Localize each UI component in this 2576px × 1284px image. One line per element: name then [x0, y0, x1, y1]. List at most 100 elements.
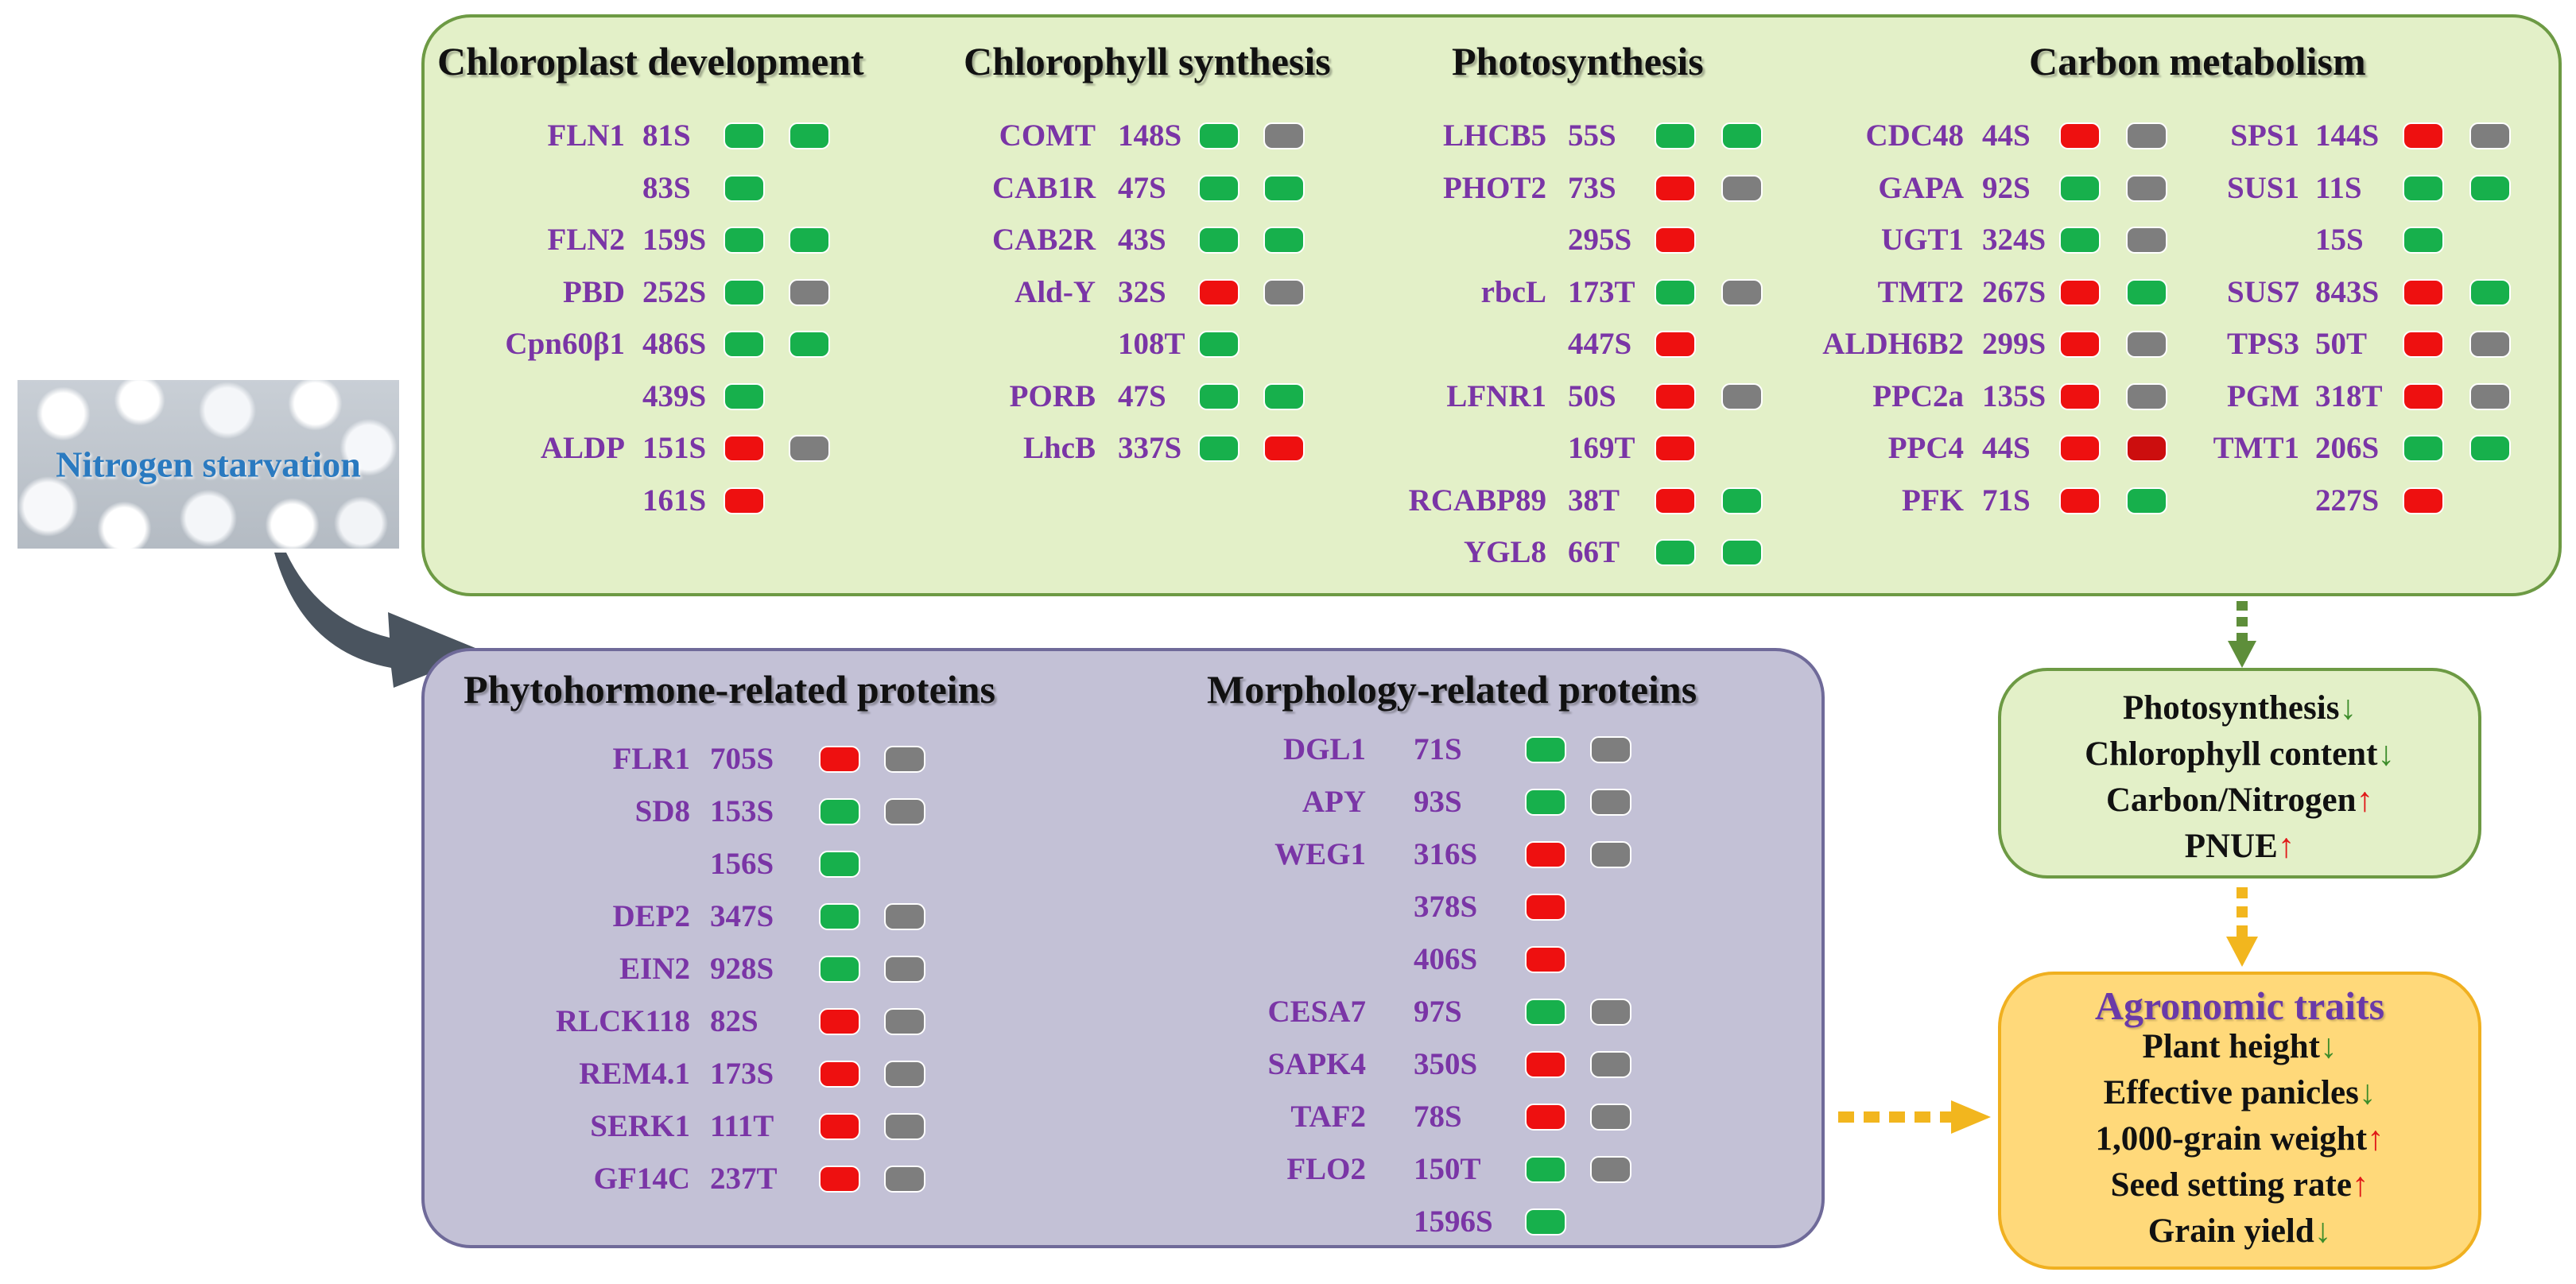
change-indicator-green	[2403, 227, 2444, 254]
change-indicator-green	[2403, 174, 2444, 202]
phospho-site: 161S	[642, 483, 707, 518]
change-indicator-green	[1655, 122, 1696, 149]
change-indicator-green	[2059, 174, 2101, 202]
gene-name: TAF2	[1290, 1100, 1366, 1134]
change-indicator-green	[1198, 382, 1240, 410]
change-indicator-red	[2403, 122, 2444, 149]
phospho-site: 15S	[2315, 223, 2364, 257]
change-indicator-green	[1198, 122, 1240, 149]
nitrogen-starvation-image: Nitrogen starvation	[17, 380, 399, 549]
change-indicator-green	[1721, 122, 1763, 149]
change-indicator-red	[2059, 487, 2101, 514]
gene-name: COMT	[999, 118, 1096, 153]
phospho-site: 406S	[1414, 942, 1478, 976]
gene-name: REM4.1	[579, 1057, 690, 1091]
phospho-site: 206S	[2315, 431, 2380, 465]
agro-line-seed-setting-rate: Seed setting rate↑	[2110, 1166, 2369, 1204]
gene-name: UGT1	[1880, 223, 1964, 257]
phospho-site: 350S	[1414, 1047, 1478, 1081]
phospho-site: 44S	[1982, 118, 2031, 153]
phospho-site: 82S	[710, 1004, 758, 1038]
gene-name: GF14C	[593, 1162, 690, 1196]
change-indicator-green	[1263, 382, 1305, 410]
gene-name: Cpn60β1	[505, 327, 625, 361]
phospho-site: 337S	[1118, 431, 1182, 465]
change-indicator-red	[724, 435, 765, 462]
phospho-site: 1596S	[1414, 1204, 1493, 1239]
change-indicator-gray	[2126, 382, 2167, 410]
phospho-site: 50T	[2315, 327, 2368, 361]
gene-name: TPS3	[2226, 327, 2299, 361]
change-indicator-green	[724, 122, 765, 149]
phospho-site: 173S	[710, 1057, 774, 1091]
change-indicator-gray	[1590, 736, 1631, 763]
change-indicator-red	[1198, 278, 1240, 306]
change-indicator-red	[2059, 382, 2101, 410]
agro-line-grain-yield: Grain yield↓	[2147, 1212, 2332, 1250]
dotted-arrow-down-icon	[2228, 601, 2256, 668]
change-indicator-gray	[2469, 382, 2511, 410]
phospho-site: 47S	[1118, 170, 1166, 205]
gene-name: SAPK4	[1267, 1047, 1366, 1081]
gene-name: FLN2	[547, 223, 626, 257]
change-indicator-gray	[1263, 122, 1305, 149]
change-indicator-green	[1198, 174, 1240, 202]
gene-name: CESA7	[1267, 995, 1366, 1029]
change-indicator-red	[819, 746, 860, 773]
change-indicator-green	[819, 956, 860, 983]
change-indicator-red	[819, 1008, 860, 1035]
phospho-site: 169T	[1568, 431, 1635, 465]
change-indicator-green	[724, 331, 765, 358]
change-indicator-red	[1525, 841, 1566, 868]
summary-line-chlorophyll: Chlorophyll content↓	[2085, 735, 2395, 773]
change-indicator-green	[2059, 227, 2101, 254]
heading-photosynthesis: Photosynthesis	[1452, 39, 1704, 83]
change-indicator-red	[819, 1061, 860, 1088]
change-indicator-gray	[884, 798, 925, 825]
change-indicator-red	[1525, 894, 1566, 921]
gene-name: FLR1	[612, 742, 691, 776]
heading-chloroplast-development: Chloroplast development	[437, 39, 864, 83]
gene-name: LHCB5	[1442, 118, 1546, 153]
gene-name: TMT1	[2213, 431, 2299, 465]
change-indicator-gray	[1721, 382, 1763, 410]
gene-name: SERK1	[590, 1109, 690, 1143]
change-indicator-red	[1655, 435, 1696, 462]
change-indicator-green	[789, 331, 830, 358]
phospho-site: 47S	[1118, 378, 1166, 413]
change-indicator-gray	[1590, 841, 1631, 868]
change-indicator-gray	[884, 1113, 925, 1140]
phospho-site: 150T	[1414, 1152, 1481, 1186]
change-indicator-green	[819, 851, 860, 878]
change-indicator-green	[724, 278, 765, 306]
change-indicator-green	[789, 122, 830, 149]
gene-name: PORB	[1009, 378, 1096, 413]
gene-name: rbcL	[1480, 274, 1546, 309]
change-indicator-red	[2059, 122, 2101, 149]
change-indicator-green	[819, 903, 860, 930]
phospho-site: 705S	[710, 742, 774, 776]
phospho-site: 11S	[2315, 170, 2362, 205]
phospho-site: 71S	[1414, 732, 1462, 766]
change-indicator-gray	[1721, 174, 1763, 202]
gene-name: CAB2R	[991, 223, 1096, 257]
change-indicator-green	[724, 382, 765, 410]
gene-name: PPC2a	[1872, 378, 1964, 413]
gene-name: PBD	[563, 274, 625, 309]
change-indicator-gray	[2126, 331, 2167, 358]
change-indicator-green	[1525, 1156, 1566, 1183]
change-indicator-gray	[884, 956, 925, 983]
phospho-site: 252S	[642, 274, 707, 309]
change-indicator-red	[1525, 1051, 1566, 1078]
phospho-site: 43S	[1118, 223, 1166, 257]
phospho-site: 267S	[1982, 274, 2046, 309]
change-indicator-gray	[1263, 278, 1305, 306]
phospho-site: 159S	[642, 223, 707, 257]
change-indicator-green	[819, 798, 860, 825]
phospho-site: 38T	[1568, 483, 1620, 518]
change-indicator-red	[819, 1113, 860, 1140]
change-indicator-red	[1655, 331, 1696, 358]
change-indicator-gray	[1590, 1156, 1631, 1183]
gene-name: CDC48	[1865, 118, 1965, 153]
phospho-site: 447S	[1568, 327, 1632, 361]
